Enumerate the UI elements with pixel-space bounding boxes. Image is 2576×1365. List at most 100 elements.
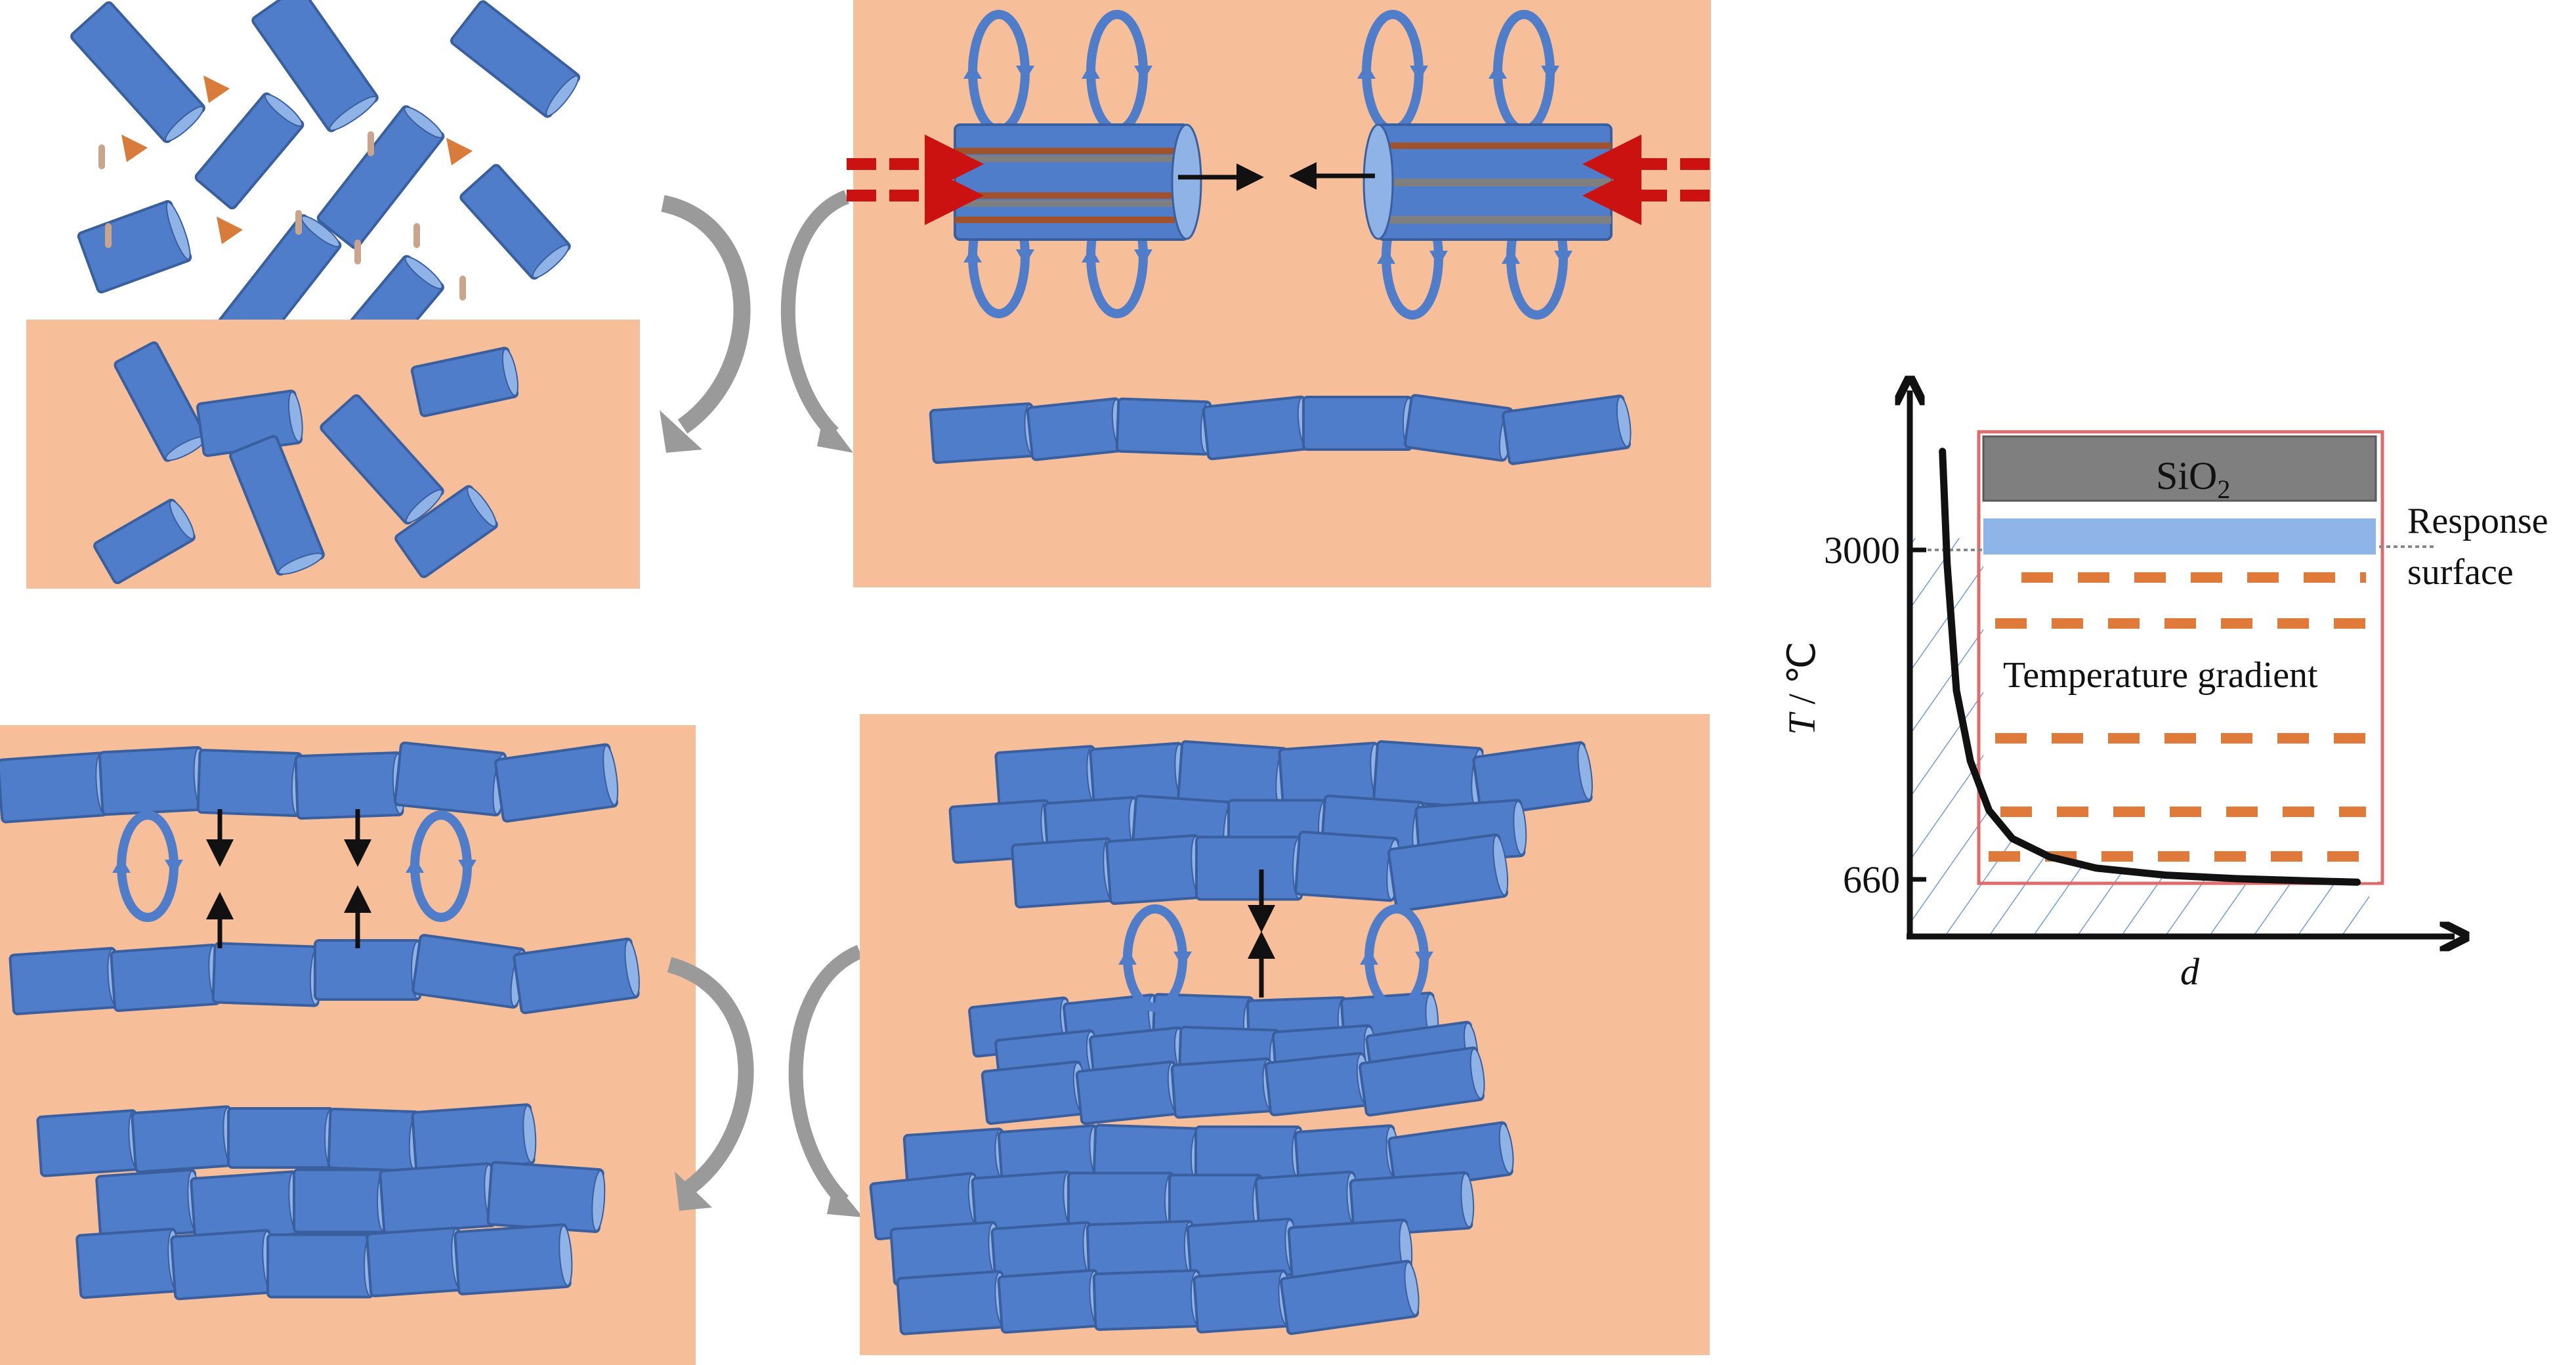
chain-segment (379, 1162, 498, 1234)
particle-rod (105, 223, 112, 248)
rotation-icon (1360, 904, 1433, 1012)
chain-segment (36, 1109, 142, 1177)
particle-rod (98, 144, 105, 169)
flow-arrows-top (660, 190, 853, 453)
sio2-layer (1982, 435, 2377, 502)
chain-segment (1026, 397, 1126, 461)
y-ticks: 3000 660 (1824, 529, 1926, 901)
chain-segment (1067, 1171, 1177, 1230)
temperature-curve (1939, 448, 2361, 886)
chain-segment (196, 749, 305, 817)
stacked-layers-d-bottom (869, 1121, 1514, 1335)
chain-segment (1502, 394, 1632, 465)
chain-segment (997, 1269, 1103, 1334)
y-tick-label: 3000 (1824, 529, 1900, 572)
chain-segment (170, 1228, 276, 1301)
striped-cylinder-right (1362, 123, 1613, 241)
chain-segment (227, 1107, 337, 1169)
curved-arrow-down-left-bottom (667, 957, 754, 1194)
particle-rod (368, 131, 374, 156)
chain-segment (1387, 833, 1509, 913)
chain-segment (1105, 834, 1205, 905)
embedded-fiber (229, 434, 325, 576)
embedded-fibers (93, 341, 519, 585)
chain-segment (896, 1270, 1009, 1335)
y-tick-label: 660 (1843, 858, 1900, 901)
embedded-fiber (410, 346, 519, 417)
chain-segment (294, 751, 406, 820)
chain-c-bottom (9, 934, 640, 1016)
panel-b (847, 0, 1711, 587)
chain-segment (1177, 740, 1290, 809)
rotation-icons-d (1118, 904, 1433, 1012)
stacked-layers-d-top (948, 740, 1593, 913)
y-axis-label: T / ℃ (1781, 641, 1823, 735)
force-arrows-right (1582, 135, 1710, 225)
aligned-chain-b (929, 394, 1632, 465)
particle-triangle (446, 138, 473, 165)
chain-segment (75, 1227, 182, 1299)
striped-cylinder-left (954, 123, 1202, 241)
chain-segment (314, 939, 424, 1001)
embedded-fiber (320, 394, 444, 525)
chain-segment (1372, 740, 1485, 809)
force-arrows-left (847, 135, 984, 225)
chain-segment (486, 1161, 606, 1233)
panel-c (0, 725, 696, 1365)
dispersed-fibers (70, 0, 581, 364)
model-box (1977, 430, 2384, 885)
sio2-label: SiO2 (2156, 454, 2230, 504)
flow-arrows-bottom (667, 944, 863, 1217)
embedded-fiber (394, 485, 498, 578)
response-surface-band (1983, 518, 2376, 555)
temperature-gradient-dashes (1989, 572, 2366, 862)
chain-segment (1202, 395, 1312, 461)
panel-a (26, 0, 640, 589)
response-label-line1: Response (2407, 501, 2548, 541)
chain-segment (9, 946, 121, 1016)
chain-segment (1264, 1051, 1371, 1117)
rotation-icon (406, 810, 476, 922)
particle-rod (459, 276, 466, 301)
particle-rod (295, 210, 302, 235)
embedded-fiber (114, 341, 208, 462)
chain-segment (98, 746, 207, 816)
chain-segment (266, 1233, 377, 1299)
chain-segment (293, 1168, 390, 1234)
chain-segment (1472, 741, 1593, 817)
chain-segment (394, 741, 507, 817)
particle-triangle (203, 75, 230, 103)
rotation-icons-c (112, 810, 476, 922)
chain-segment (997, 1124, 1103, 1186)
curved-arrow-down-right-bottom (788, 944, 863, 1206)
particles (98, 75, 473, 301)
embedded-fiber (93, 498, 196, 585)
dispersed-fiber (459, 163, 571, 280)
curved-arrow-down-left (661, 195, 751, 434)
gradient-label: Temperature gradient (2003, 655, 2318, 696)
dispersed-fiber (77, 200, 192, 294)
chain-segment (1195, 835, 1305, 901)
chain-segment (494, 743, 619, 823)
chain-segment (513, 937, 640, 1015)
chain-segment (411, 1103, 537, 1173)
chain-segment (1194, 1125, 1305, 1181)
attraction-arrows-c (206, 809, 371, 948)
chain-segment (1075, 1060, 1182, 1125)
chain-segment (454, 1223, 573, 1295)
chain-segment (929, 402, 1038, 464)
chain-segment (1092, 1269, 1204, 1332)
particle-rod (413, 223, 420, 248)
particle-rod (354, 240, 361, 264)
chain-segment (1387, 1121, 1514, 1192)
white-interior-above-curve (1983, 451, 2377, 883)
chain-segment (366, 1227, 465, 1297)
temperature-chart: SiO2 Response surface Temperature gradie… (1781, 390, 2548, 993)
chain-segment (327, 1107, 423, 1173)
rotation-icon (1118, 904, 1192, 1012)
chain-segment (1011, 837, 1117, 909)
chain-segment (211, 942, 324, 1007)
rotation-icon (112, 810, 183, 922)
chain-segment (981, 1060, 1087, 1125)
